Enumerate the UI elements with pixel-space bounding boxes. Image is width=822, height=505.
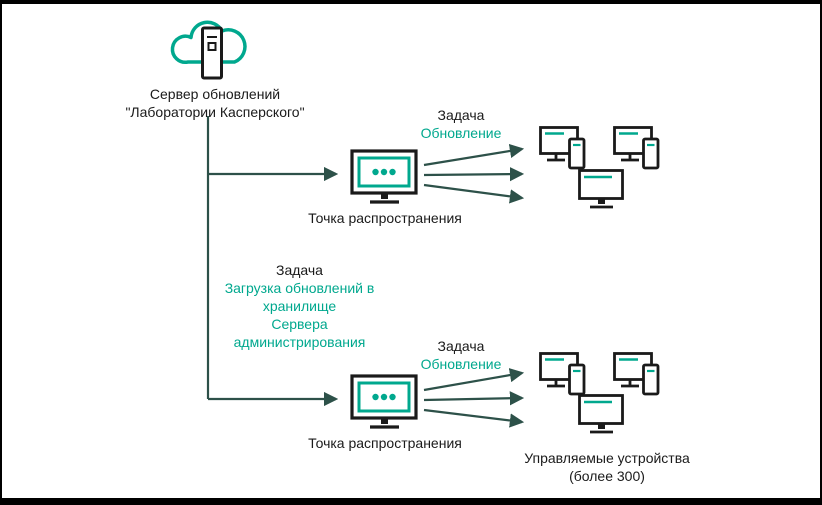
device-desktop-phone-icon	[613, 352, 667, 398]
update-server-label-line2: "Лаборатории Касперского"	[125, 104, 305, 120]
device-monitor-icon	[578, 394, 626, 436]
download-task-label: Задача Загрузка обновлений в хранилище С…	[197, 261, 402, 351]
device-monitor-icon	[578, 169, 626, 211]
managed-devices-label-line2: (более 300)	[569, 468, 645, 484]
managed-devices-label: Управляемые устройства (более 300)	[507, 449, 707, 485]
device-desktop-phone-icon	[539, 126, 593, 172]
managed-devices-label-line1: Управляемые устройства	[524, 450, 690, 466]
device-desktop-phone-icon	[613, 126, 667, 172]
update-task-1-label: Задача Обновление	[400, 106, 522, 142]
update-task-1-title: Задача	[437, 107, 485, 123]
update-server-label: Сервер обновлений "Лаборатории Касперско…	[90, 85, 340, 121]
update-task-2-name: Обновление	[420, 356, 502, 372]
distribution-point-2-icon	[350, 374, 420, 432]
distribution-point-2-label: Точка распространения	[308, 435, 462, 451]
update-task-2-title: Задача	[437, 338, 485, 354]
download-task-title: Задача	[276, 262, 323, 278]
update-server-label-line1: Сервер обновлений	[149, 86, 281, 102]
download-task-line4: администрирования	[233, 334, 366, 350]
download-task-line2: хранилище	[262, 298, 337, 314]
update-task-1-name: Обновление	[420, 125, 502, 141]
kaspersky-update-server-icon	[166, 12, 258, 94]
device-desktop-phone-icon	[539, 352, 593, 398]
distribution-point-1-label: Точка распространения	[308, 210, 462, 226]
update-task-2-label: Задача Обновление	[400, 337, 522, 373]
distribution-point-1-icon	[350, 149, 420, 207]
download-task-line1: Загрузка обновлений в	[224, 280, 375, 296]
download-task-line3: Сервера	[271, 316, 328, 332]
